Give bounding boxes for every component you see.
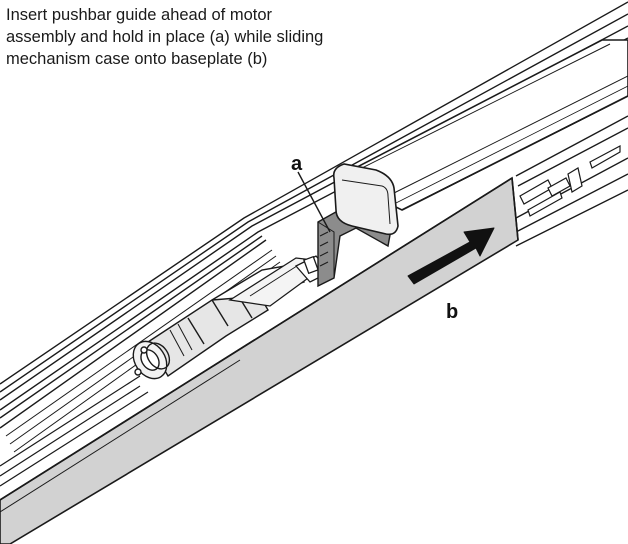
rail-base (0, 375, 149, 487)
instruction-text: Insert pushbar guide ahead of motor asse… (6, 4, 324, 70)
callout-a-leader (297, 171, 331, 233)
slide-arrow (407, 227, 495, 285)
callout-a-label: a (291, 153, 303, 175)
instruction-line-2: assembly and hold in place (a) while sli… (6, 28, 324, 46)
mechanism-case (0, 39, 628, 544)
instruction-line-3: mechanism case onto baseplate (b) (6, 50, 268, 68)
rail-end-details (519, 145, 621, 217)
callout-b-label: b (446, 301, 459, 323)
instruction-line-1: Insert pushbar guide ahead of motor (6, 6, 273, 24)
